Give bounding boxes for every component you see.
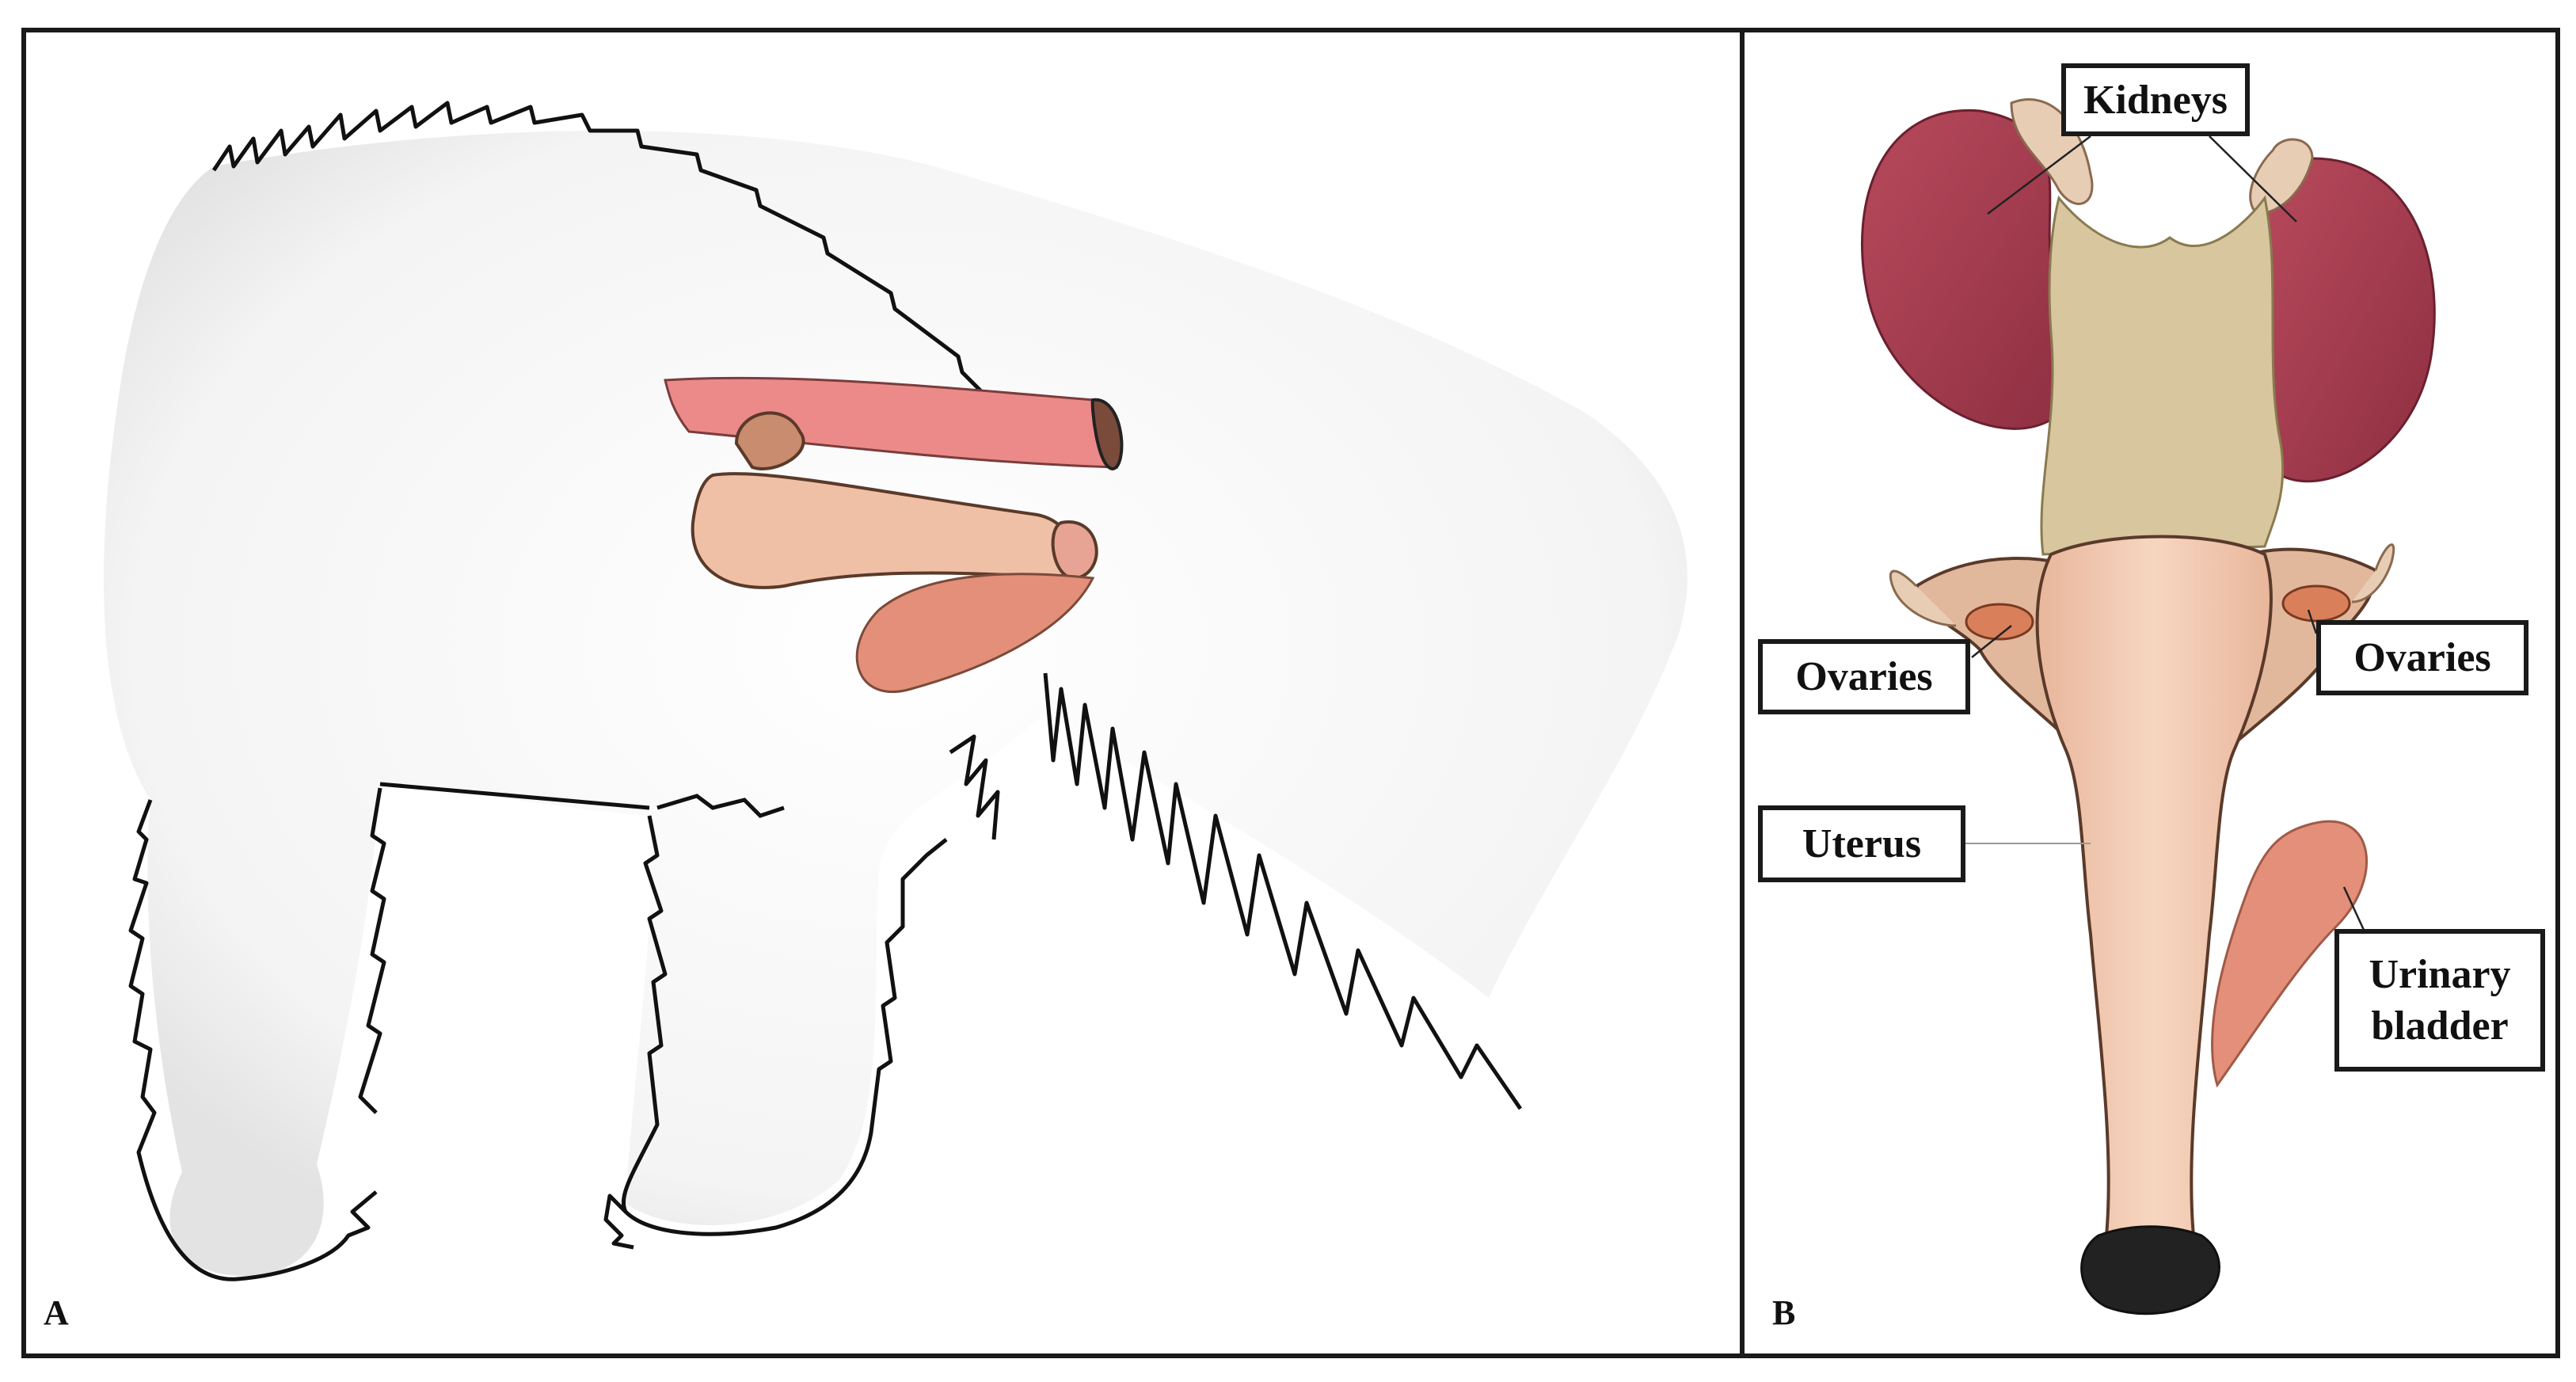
adrenal-right	[2249, 138, 2314, 215]
leader-line-ovaries-left	[1971, 625, 2012, 658]
anus-opening	[1090, 398, 1124, 471]
oviduct-left	[1889, 569, 1957, 627]
front-foot-claws	[603, 1194, 634, 1250]
panel-b-frame	[1740, 28, 2560, 1358]
tail-hair-fringe	[1043, 672, 1523, 1110]
panel-letter-b: B	[1772, 1293, 1796, 1332]
urinary-bladder-panel-a	[855, 573, 1095, 693]
label-kidneys: Kidneys	[2061, 63, 2250, 136]
uterus-panel-a	[691, 472, 1076, 589]
leader-line-ovaries-right	[2307, 609, 2318, 634]
back-hair-line	[211, 101, 1020, 440]
organs-panel-a	[664, 376, 1124, 693]
panel-a-frame	[21, 28, 1745, 1358]
mesentery-tissue	[2040, 195, 2285, 556]
chest-hair-fringe	[949, 734, 1000, 840]
label-ovaries-right: Ovaries	[2316, 620, 2528, 695]
oviduct-right	[2351, 543, 2395, 603]
animal-silhouette	[103, 101, 1688, 1281]
uterus-shape	[2035, 535, 2273, 1237]
ovary-panel-a	[734, 411, 805, 470]
hind-leg-outline	[128, 799, 378, 1281]
label-uterus: Uterus	[1758, 805, 1965, 882]
leader-line-kidneys	[1987, 135, 2297, 223]
urinary-bladder-panel-b	[2211, 820, 2369, 1088]
adrenal-left	[2010, 98, 2094, 205]
rectum-shape	[664, 376, 1119, 469]
label-urinary-bladder: Urinary bladder	[2334, 929, 2545, 1072]
ovary-left	[1965, 603, 2034, 641]
vulva-hair-tuft	[2080, 1225, 2220, 1315]
organs-panel-b	[1861, 98, 2436, 1315]
hind-leg-inner-outline	[358, 787, 386, 1114]
label-ovaries-left: Ovaries	[1758, 639, 1970, 714]
panel-letter-a: A	[44, 1293, 69, 1332]
belly-outline	[379, 782, 785, 818]
front-leg-outline	[621, 815, 948, 1236]
fur-body	[103, 131, 1688, 1277]
